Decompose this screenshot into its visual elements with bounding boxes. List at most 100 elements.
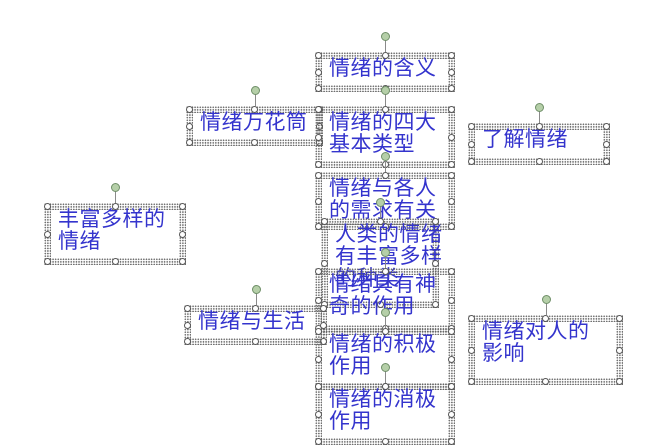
- rotation-handle[interactable]: [376, 198, 385, 207]
- resize-handle[interactable]: [315, 106, 322, 113]
- resize-handle[interactable]: [112, 203, 119, 210]
- text-box-qingxu-dui-ren[interactable]: 情绪对人的影响: [468, 295, 623, 385]
- resize-handle[interactable]: [315, 411, 322, 418]
- resize-handle[interactable]: [448, 356, 455, 363]
- resize-handle[interactable]: [179, 231, 186, 238]
- resize-handle[interactable]: [251, 139, 258, 146]
- resize-handle[interactable]: [315, 69, 322, 76]
- resize-handle[interactable]: [184, 305, 191, 312]
- resize-handle[interactable]: [448, 134, 455, 141]
- resize-handle[interactable]: [382, 383, 389, 390]
- resize-handle[interactable]: [432, 260, 439, 267]
- resize-handle[interactable]: [179, 203, 186, 210]
- resize-handle[interactable]: [315, 52, 322, 59]
- rotation-handle[interactable]: [542, 295, 551, 304]
- resize-handle[interactable]: [603, 123, 610, 130]
- resize-handle[interactable]: [315, 356, 322, 363]
- resize-handle[interactable]: [616, 315, 623, 322]
- rotation-handle[interactable]: [381, 86, 390, 95]
- rotation-handle[interactable]: [381, 363, 390, 372]
- resize-handle[interactable]: [448, 172, 455, 179]
- resize-handle[interactable]: [536, 123, 543, 130]
- resize-handle[interactable]: [448, 52, 455, 59]
- resize-handle[interactable]: [382, 172, 389, 179]
- resize-handle[interactable]: [315, 134, 322, 141]
- text-box-shenqi-zuoyong[interactable]: 情绪具有神奇的作用: [315, 248, 455, 332]
- rotation-handle[interactable]: [252, 285, 261, 294]
- resize-handle[interactable]: [603, 158, 610, 165]
- rotation-handle[interactable]: [381, 248, 390, 257]
- resize-handle[interactable]: [448, 85, 455, 92]
- resize-handle[interactable]: [184, 338, 191, 345]
- resize-handle[interactable]: [468, 347, 475, 354]
- resize-handle[interactable]: [542, 378, 549, 385]
- resize-handle[interactable]: [382, 268, 389, 275]
- resize-handle[interactable]: [432, 218, 439, 225]
- resize-handle[interactable]: [468, 378, 475, 385]
- resize-handle[interactable]: [448, 106, 455, 113]
- resize-handle[interactable]: [468, 123, 475, 130]
- resize-handle[interactable]: [315, 161, 322, 168]
- resize-handle[interactable]: [315, 85, 322, 92]
- resize-handle[interactable]: [468, 141, 475, 148]
- rotation-handle[interactable]: [381, 152, 390, 161]
- resize-handle[interactable]: [382, 106, 389, 113]
- resize-handle[interactable]: [315, 438, 322, 445]
- resize-handle[interactable]: [315, 297, 322, 304]
- resize-handle[interactable]: [432, 301, 439, 308]
- resize-handle[interactable]: [377, 301, 384, 308]
- rotation-handle[interactable]: [381, 32, 390, 41]
- resize-handle[interactable]: [186, 123, 193, 130]
- resize-handle[interactable]: [377, 218, 384, 225]
- resize-handle[interactable]: [315, 172, 322, 179]
- text-box-qingxu-xuqiu-youguan[interactable]: 情绪与各人的需求有关: [315, 152, 455, 230]
- resize-handle[interactable]: [448, 438, 455, 445]
- resize-handle[interactable]: [382, 438, 389, 445]
- text-box-qingxu-wanhuatong[interactable]: 情绪万花筒: [186, 86, 323, 146]
- resize-handle[interactable]: [315, 268, 322, 275]
- resize-handle[interactable]: [448, 328, 455, 335]
- resize-handle[interactable]: [468, 158, 475, 165]
- resize-handle[interactable]: [468, 315, 475, 322]
- resize-handle[interactable]: [448, 223, 455, 230]
- resize-handle[interactable]: [251, 106, 258, 113]
- resize-handle[interactable]: [448, 268, 455, 275]
- resize-handle[interactable]: [448, 411, 455, 418]
- rotation-handle[interactable]: [535, 103, 544, 112]
- resize-handle[interactable]: [448, 69, 455, 76]
- resize-handle[interactable]: [448, 198, 455, 205]
- text-box-liaojie-qingxu[interactable]: 了解情绪: [468, 103, 610, 165]
- resize-handle[interactable]: [186, 106, 193, 113]
- resize-handle[interactable]: [320, 305, 327, 312]
- resize-handle[interactable]: [536, 158, 543, 165]
- resize-handle[interactable]: [542, 315, 549, 322]
- resize-handle[interactable]: [252, 338, 259, 345]
- rotation-handle[interactable]: [381, 308, 390, 317]
- resize-handle[interactable]: [252, 305, 259, 312]
- resize-handle[interactable]: [315, 198, 322, 205]
- resize-handle[interactable]: [382, 328, 389, 335]
- resize-handle[interactable]: [44, 258, 51, 265]
- resize-handle[interactable]: [44, 203, 51, 210]
- resize-handle[interactable]: [44, 231, 51, 238]
- rotation-handle[interactable]: [251, 86, 260, 95]
- resize-handle[interactable]: [616, 378, 623, 385]
- resize-handle[interactable]: [179, 258, 186, 265]
- resize-handle[interactable]: [315, 383, 322, 390]
- text-box-xiaoji-zuoyong[interactable]: 情绪的消极作用: [315, 363, 455, 445]
- text-box-fengfu-duoyang[interactable]: 丰富多样的情绪: [44, 183, 186, 265]
- resize-handle[interactable]: [186, 139, 193, 146]
- resize-handle[interactable]: [315, 328, 322, 335]
- resize-handle[interactable]: [603, 141, 610, 148]
- resize-handle[interactable]: [184, 322, 191, 329]
- resize-handle[interactable]: [448, 161, 455, 168]
- resize-handle[interactable]: [112, 258, 119, 265]
- rotation-handle[interactable]: [111, 183, 120, 192]
- resize-handle[interactable]: [321, 218, 328, 225]
- text-box-qingxu-yu-shenghuo[interactable]: 情绪与生活: [184, 285, 327, 345]
- resize-handle[interactable]: [448, 297, 455, 304]
- resize-handle[interactable]: [616, 347, 623, 354]
- resize-handle[interactable]: [382, 52, 389, 59]
- resize-handle[interactable]: [448, 383, 455, 390]
